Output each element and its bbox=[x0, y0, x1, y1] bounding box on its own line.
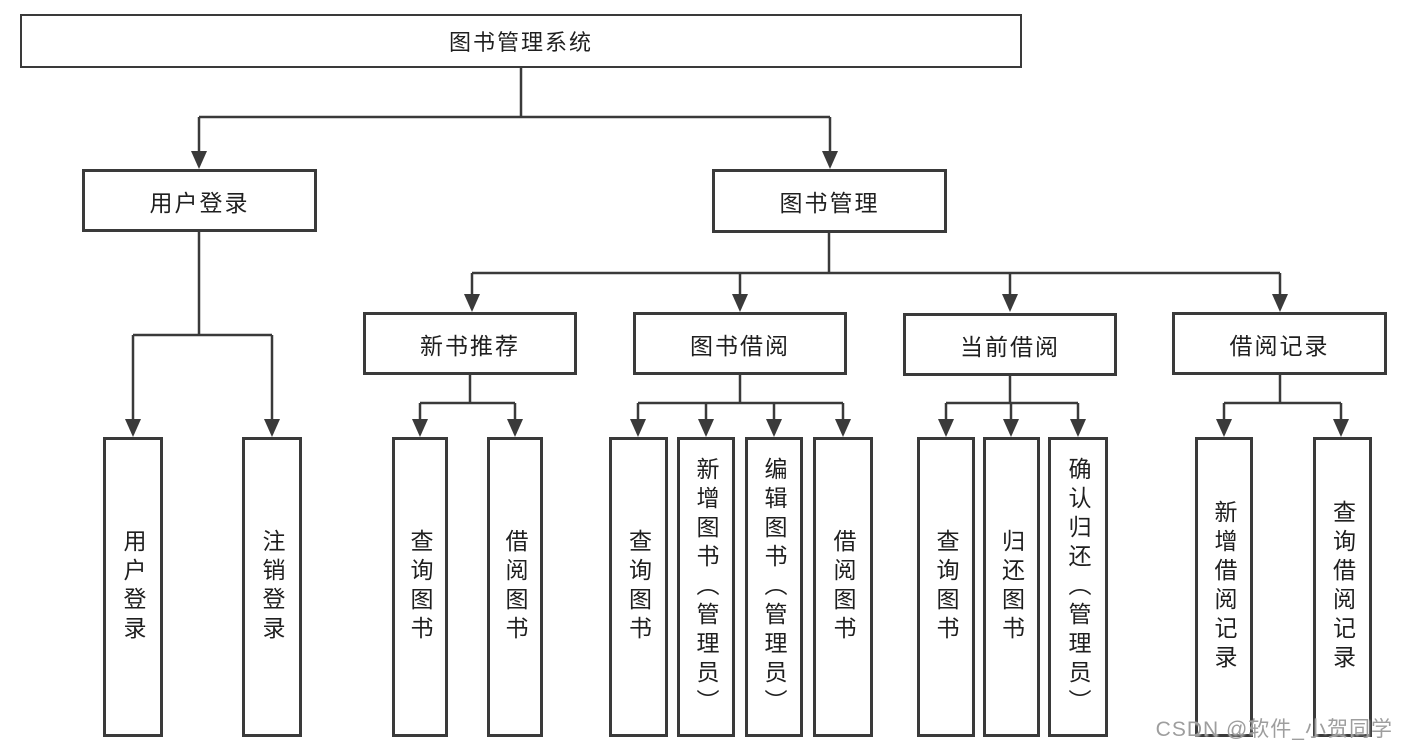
node-root-system: 图书管理系统 bbox=[20, 14, 1022, 68]
connector-book-mgmt-sections bbox=[470, 233, 1282, 309]
node-book-mgmt-branch: 图书管理 bbox=[712, 169, 947, 233]
connector-root-to-branches bbox=[197, 68, 832, 166]
leaf-confirm-return-admin: 确认归还（管理员） bbox=[1048, 437, 1108, 737]
connector-current-children bbox=[944, 376, 1080, 434]
connector-borrowing-children bbox=[636, 375, 845, 434]
leaf-edit-books-admin: 编辑图书（管理员） bbox=[745, 437, 803, 737]
connector-user-login-children bbox=[131, 232, 274, 434]
leaf-borrow-books-newbooks: 借阅图书 bbox=[487, 437, 543, 737]
leaf-logout-login: 注销登录 bbox=[242, 437, 302, 737]
leaf-query-books-borrowing: 查询图书 bbox=[609, 437, 668, 737]
node-user-login-branch: 用户登录 bbox=[82, 169, 317, 232]
csdn-watermark: CSDN @软件_小贺同学 bbox=[1155, 718, 1393, 741]
node-borrowing: 图书借阅 bbox=[633, 312, 847, 375]
leaf-add-borrow-record: 新增借阅记录 bbox=[1195, 437, 1253, 737]
leaf-query-books-current: 查询图书 bbox=[917, 437, 975, 737]
leaf-query-books-newbooks: 查询图书 bbox=[392, 437, 448, 737]
leaf-query-borrow-record: 查询借阅记录 bbox=[1313, 437, 1372, 737]
leaf-user-login: 用户登录 bbox=[103, 437, 163, 737]
connector-records-children bbox=[1222, 375, 1343, 434]
connector-new-books-children bbox=[418, 375, 517, 434]
leaf-add-books-admin: 新增图书（管理员） bbox=[677, 437, 735, 737]
leaf-return-books: 归还图书 bbox=[983, 437, 1040, 737]
node-new-books: 新书推荐 bbox=[363, 312, 577, 375]
leaf-borrow-books-borrowing: 借阅图书 bbox=[813, 437, 873, 737]
node-current-borrowing: 当前借阅 bbox=[903, 313, 1117, 376]
node-borrow-records: 借阅记录 bbox=[1172, 312, 1387, 375]
